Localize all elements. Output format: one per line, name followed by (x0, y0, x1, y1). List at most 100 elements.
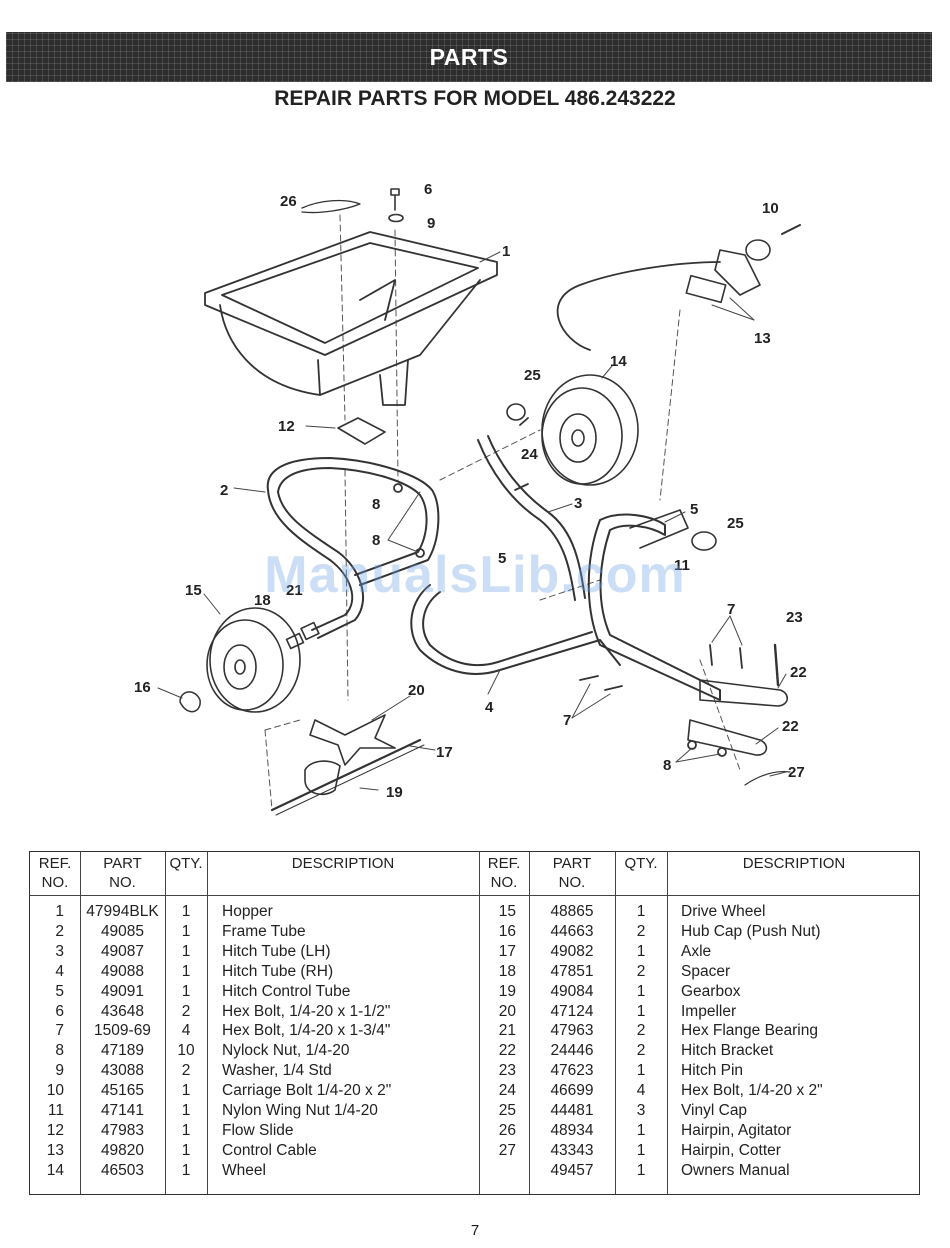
cell-ref: 12 (46, 1121, 64, 1139)
callout-21: 21 (286, 582, 303, 599)
callout-19: 19 (386, 784, 403, 801)
cell-qty: 1 (636, 1062, 646, 1080)
cell-part: 47189 (100, 1042, 145, 1060)
drive-wheel-15 (206, 607, 301, 713)
cell-part: 48934 (550, 1121, 594, 1139)
cell-part: 1509-69 (94, 1022, 151, 1040)
frame-tube (266, 457, 440, 639)
cell-part: 47623 (550, 1062, 594, 1080)
callout-22b: 22 (782, 718, 799, 735)
callout-16: 16 (134, 679, 151, 696)
cell-part: 47983 (100, 1121, 145, 1139)
cell-qty: 2 (636, 1022, 646, 1040)
callout-13: 13 (754, 330, 771, 347)
callout-14: 14 (610, 353, 627, 370)
header-qty-left: QTY. (169, 855, 203, 872)
cell-part: 48865 (550, 903, 594, 920)
cell-qty: 1 (636, 1141, 646, 1159)
cell-desc: Washer, 1/4 Std (222, 1062, 332, 1080)
cell-part: 47124 (550, 1002, 594, 1020)
cell-part: 46503 (100, 1161, 145, 1179)
callout-6: 6 (424, 181, 432, 198)
callout-4: 4 (485, 699, 494, 716)
cell-desc: Gearbox (681, 982, 741, 1000)
cell-qty: 1 (181, 1082, 191, 1100)
cell-ref: 1 (55, 903, 64, 920)
cell-ref: 15 (498, 903, 516, 920)
callout-8b: 8 (372, 532, 380, 549)
cell-ref: 14 (46, 1161, 64, 1179)
cell-part: 49084 (550, 982, 594, 1000)
cell-part: 49820 (100, 1141, 145, 1159)
banner-title: PARTS (429, 43, 509, 70)
cell-qty: 1 (181, 1121, 191, 1139)
cell-ref: 20 (498, 1002, 516, 1020)
callout-27: 27 (788, 764, 805, 781)
callout-12: 12 (278, 418, 295, 435)
cell-qty: 1 (181, 1161, 191, 1179)
cell-part: 47994BLK (86, 903, 159, 920)
cell-ref: 26 (498, 1121, 516, 1139)
cell-desc: Frame Tube (222, 922, 306, 940)
cell-ref: 7 (55, 1022, 64, 1040)
hitch-brackets (687, 643, 791, 786)
cell-ref: 24 (498, 1082, 516, 1100)
header-part-right: PART NO. (552, 855, 592, 891)
cell-qty: 3 (636, 1102, 646, 1119)
bolts-nuts (393, 417, 743, 757)
callout-7a: 7 (727, 601, 735, 618)
cell-ref: 19 (498, 982, 516, 1000)
cell-ref: 2 (55, 922, 64, 940)
callout-23: 23 (786, 609, 803, 626)
callout-8c: 8 (663, 757, 671, 774)
cell-ref: 16 (498, 922, 516, 940)
cell-part: 43648 (100, 1002, 145, 1020)
cell-part: 47851 (550, 962, 594, 980)
page-number: 7 (470, 1222, 480, 1239)
section-banner: PARTS (6, 32, 932, 82)
cell-ref: 4 (55, 962, 64, 980)
cell-qty: 1 (181, 1102, 191, 1119)
callout-5a: 5 (690, 501, 698, 518)
cell-desc: Owners Manual (681, 1161, 790, 1179)
carriage-bolt (781, 224, 801, 235)
cell-ref: 9 (55, 1062, 64, 1080)
cell-qty: 1 (636, 982, 646, 1000)
cell-ref: 25 (498, 1102, 516, 1119)
cell-desc: Wheel (222, 1161, 266, 1179)
cell-desc: Carriage Bolt 1/4-20 x 2" (222, 1082, 392, 1100)
cell-part: 44481 (550, 1102, 594, 1119)
assembly-dash-lines (264, 214, 741, 811)
cell-part: 47141 (100, 1102, 145, 1119)
watermark: ManualsLib.com (264, 546, 686, 604)
cell-qty: 1 (636, 903, 646, 920)
callout-3: 3 (574, 495, 582, 512)
cell-qty: 1 (181, 903, 191, 920)
callout-11: 11 (674, 557, 690, 574)
cell-desc: Nylon Wing Nut 1/4-20 (222, 1102, 378, 1119)
cell-qty: 1 (636, 1161, 646, 1179)
cell-part: 24446 (550, 1042, 594, 1060)
callout-8a: 8 (372, 496, 380, 513)
cell-qty: 1 (181, 1141, 191, 1159)
callout-2: 2 (220, 482, 228, 499)
cell-part: 49088 (100, 962, 145, 980)
cell-part: 49082 (550, 942, 594, 960)
cell-part: 45165 (100, 1082, 145, 1100)
cell-qty: 2 (181, 1062, 191, 1080)
cell-desc: Control Cable (222, 1141, 317, 1159)
cell-desc: Hairpin, Agitator (681, 1121, 792, 1139)
cell-qty: 1 (181, 942, 191, 960)
cell-part: 49091 (100, 982, 145, 1000)
cell-qty: 1 (181, 982, 191, 1000)
cell-qty: 10 (177, 1042, 195, 1060)
control-cable (556, 239, 771, 351)
cell-desc: Flow Slide (222, 1121, 294, 1139)
